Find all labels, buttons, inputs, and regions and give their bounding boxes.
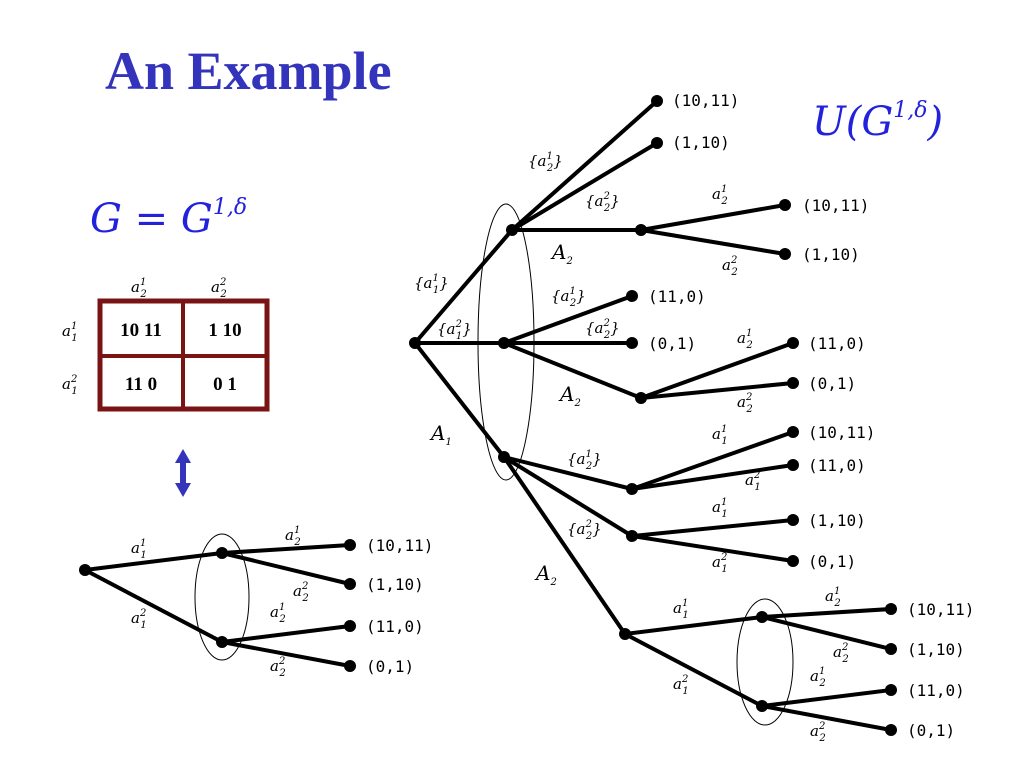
- payoff-label: (11,0): [907, 681, 965, 700]
- player-label: A1: [429, 421, 452, 448]
- information-set: [736, 598, 794, 726]
- g-label: G = G1,δ: [90, 195, 247, 242]
- payoff-matrix: 10 11 1 10 11 0 0 1: [97, 298, 270, 412]
- payoff-label: (1,10): [672, 133, 730, 152]
- svg-text:a22: a22: [270, 656, 286, 679]
- svg-text:a22: a22: [211, 277, 227, 300]
- payoff-label: (0,1): [808, 552, 856, 571]
- svg-text:a12: a12: [131, 277, 147, 300]
- matrix-cell: 1 10: [208, 320, 241, 341]
- payoff-label: (1,10): [907, 640, 965, 659]
- svg-text:a12: a12: [270, 602, 286, 625]
- player-label: A2: [550, 240, 573, 267]
- matrix-cell: 11 0: [125, 374, 157, 395]
- u-label: U(G1,δ): [812, 98, 943, 145]
- svg-text:a11: a11: [62, 321, 78, 344]
- payoff-label: (0,1): [366, 657, 414, 676]
- payoff-label: (0,1): [648, 334, 696, 353]
- svg-text:a11: a11: [131, 538, 147, 561]
- payoff-label: (10,11): [907, 600, 974, 619]
- matrix-cell: 0 1: [213, 374, 237, 395]
- payoff-label: (0,1): [907, 721, 955, 740]
- information-set: [194, 533, 250, 661]
- large-game-tree: (10,11) (1,10) (10,11) (1,10) (11,0) (0,…: [409, 91, 974, 744]
- player-label: A2: [558, 382, 581, 409]
- payoff-label: (0,1): [808, 374, 856, 393]
- payoff-label: (1,10): [802, 245, 860, 264]
- svg-text:a12: a12: [285, 525, 301, 548]
- information-set: [477, 203, 535, 481]
- payoff-label: (11,0): [808, 334, 866, 353]
- payoff-label: (10,11): [366, 536, 433, 555]
- player-label: A2: [534, 561, 557, 588]
- slide-title: An Example: [105, 41, 392, 101]
- svg-text:a21: a21: [62, 374, 78, 397]
- payoff-label: (11,0): [366, 617, 424, 636]
- payoff-label: (11,0): [648, 287, 706, 306]
- payoff-label: (10,11): [672, 91, 739, 110]
- payoff-label: (1,10): [808, 511, 866, 530]
- payoff-label: (10,11): [802, 196, 869, 215]
- payoff-label: (1,10): [366, 575, 424, 594]
- matrix-cell: 10 11: [120, 320, 162, 341]
- payoff-label: (10,11): [808, 423, 875, 442]
- svg-text:a21: a21: [131, 608, 147, 631]
- payoff-label: (11,0): [808, 456, 866, 475]
- svg-text:a22: a22: [293, 581, 309, 604]
- double-arrow-icon: [175, 449, 191, 497]
